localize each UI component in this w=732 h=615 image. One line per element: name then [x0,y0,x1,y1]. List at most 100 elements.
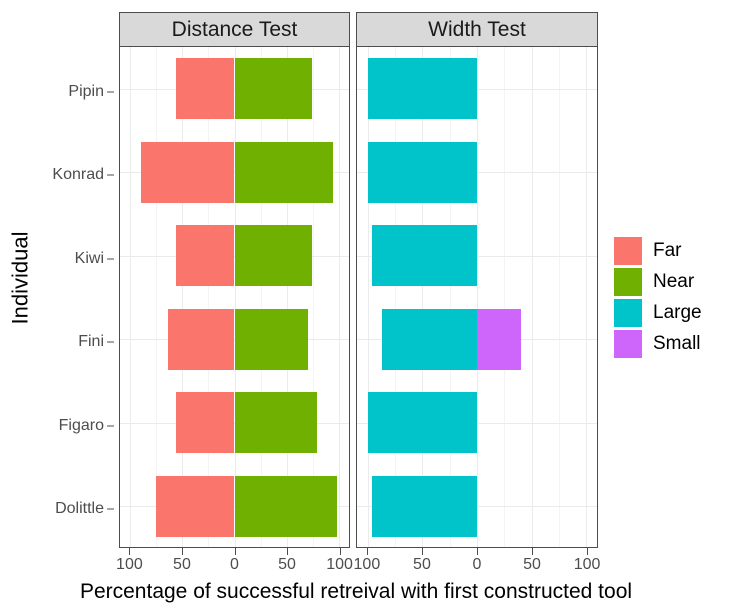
gridline-major [130,47,132,547]
y-axis-tickmark [107,258,114,260]
y-axis-tickmark [107,508,114,510]
x-axis-tickmark [421,548,423,555]
bar-row [120,225,349,287]
bar-segment-far-figaro [176,392,235,454]
gridline-horizontal [357,172,597,174]
bar-segment-near-kiwi [234,225,312,287]
gridline-minor [156,47,158,547]
plot-area-distance-test [119,47,350,548]
gridline-minor [312,47,314,547]
gridline-major [182,47,184,547]
panel-strip-distance-test: Distance Test [119,12,350,47]
panel-width-test: Width Test [356,12,598,548]
bar-row [357,308,597,370]
bar-segment-large-figaro [367,392,477,454]
y-axis-tickmark [107,91,114,93]
bar-row [357,392,597,454]
bar-row [357,141,597,203]
bar-segment-large-kiwi [372,225,477,287]
legend-label-large: Large [653,302,702,323]
gridline-minor [395,47,397,547]
legend-swatch-small [614,330,642,358]
bar-segment-far-fini [167,308,235,370]
gridline-minor [260,47,262,547]
plot-area-width-test [356,47,598,548]
bar-row [120,392,349,454]
gridline-major [234,47,236,547]
legend-item-near[interactable]: Near [614,267,732,297]
y-axis-tick-fini: Fini [78,333,104,351]
y-axis-title: Individual [0,0,40,556]
legend-item-large[interactable]: Large [614,298,732,328]
legend-label-small: Small [653,333,701,354]
y-axis-tick-konrad: Konrad [52,166,104,184]
x-axis-tick-label: 50 [523,556,541,573]
bar-segment-far-pipin [176,58,235,120]
x-axis-tickmark [339,548,341,555]
bar-segment-far-konrad [140,141,235,203]
legend-item-far[interactable]: Far [614,236,732,266]
x-axis-tickmark [366,548,368,555]
bar-segment-far-dolittle [156,475,235,537]
gridline-horizontal [357,88,597,90]
x-axis-tick-label: 100 [116,556,143,573]
bar-segment-near-konrad [234,141,334,203]
bar-segment-near-figaro [234,392,317,454]
bar-row [120,475,349,537]
bar-segment-large-konrad [367,141,477,203]
legend-swatch-large [614,299,642,327]
bar-row [357,225,597,287]
y-axis-tickmark [107,174,114,176]
gridline-horizontal [357,506,597,508]
y-axis-tick-dolittle: Dolittle [55,500,104,518]
bar-segment-small-fini [477,308,521,370]
y-axis-tick-pipin: Pipin [68,82,104,100]
x-axis-tickmark [181,548,183,555]
bar-segment-far-kiwi [176,225,235,287]
legend-label-far: Far [653,240,682,261]
gridline-major [422,47,424,547]
y-axis-tickmark [107,341,114,343]
x-axis-tickmark [287,548,289,555]
legend-swatch-far [614,237,642,265]
y-axis-tick-figaro: Figaro [58,416,104,434]
bar-segment-near-pipin [234,58,312,120]
x-axis-tick-label: 50 [413,556,431,573]
x-axis-tick-label: 100 [353,556,381,573]
bar-row [120,141,349,203]
x-axis-tickmark [477,548,478,555]
x-axis-tickmark [587,548,589,555]
y-axis-tickmark [107,425,114,427]
legend-swatch-near [614,268,642,296]
bar-row [357,475,597,537]
gridline-major [286,47,288,547]
x-axis-title: Percentage of successful retreival with … [79,580,633,603]
bar-row [357,58,597,120]
bar-segment-large-fini [381,308,477,370]
gridline-minor [208,47,210,547]
x-axis-tick-label: 100 [326,556,353,573]
panel-strip-width-test: Width Test [356,12,598,47]
gridline-horizontal [357,422,597,424]
bar-row [120,308,349,370]
x-axis-tickmark [532,548,534,555]
x-axis-tick-label: 50 [173,556,191,573]
bar-segment-large-dolittle [372,475,477,537]
bar-row [120,58,349,120]
x-axis-tick-label: 100 [573,556,601,573]
gridline-minor [504,47,506,547]
x-axis-tick-label: 0 [230,556,239,573]
gridline-major [531,47,533,547]
panel-distance-test: Distance Test [119,12,350,548]
bar-segment-near-dolittle [234,475,337,537]
gridline-horizontal [357,255,597,257]
legend-item-small[interactable]: Small [614,329,732,359]
y-axis-title-text: Individual [7,231,33,325]
x-axis-tickmark [234,548,236,555]
bar-segment-near-fini [234,308,309,370]
